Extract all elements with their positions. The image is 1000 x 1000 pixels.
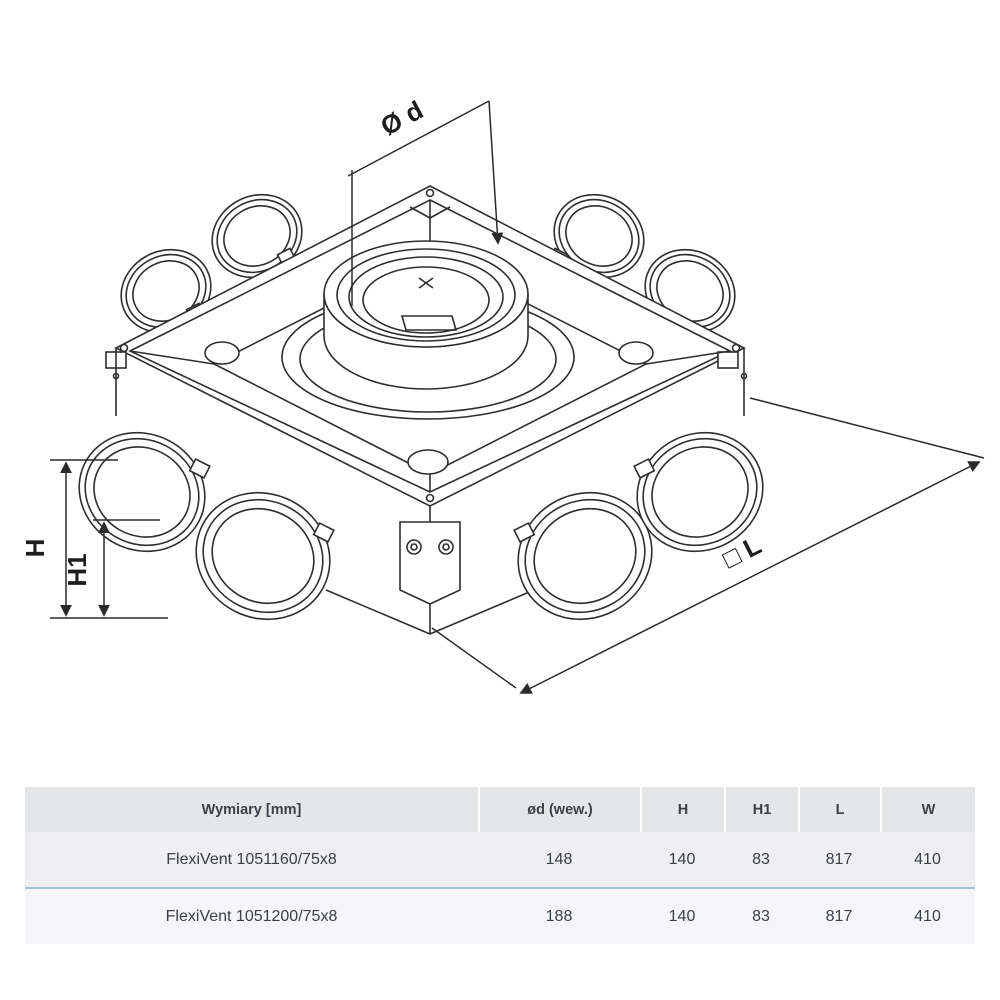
table-row: FlexiVent 1051200/75x8 188 140 83 817 41… xyxy=(25,889,975,944)
port-front-left-inner xyxy=(195,491,331,621)
header-h: H xyxy=(640,787,724,832)
top-collar xyxy=(281,240,575,420)
boss-icon xyxy=(618,341,654,365)
front-corner-bracket xyxy=(399,521,461,605)
product-name: FlexiVent 1051160/75x8 xyxy=(166,850,337,868)
port-rear-right-inner xyxy=(553,193,645,279)
corner-screw-icon xyxy=(425,188,435,198)
row-divider xyxy=(25,887,975,889)
boss-icon xyxy=(407,449,449,475)
label-height-total: H xyxy=(20,539,50,558)
corner-screw-icon xyxy=(425,493,435,503)
bolt-icon xyxy=(406,539,422,555)
value-diameter: 148 xyxy=(545,850,573,868)
value-h: 140 xyxy=(668,907,696,925)
collar-inner-detail xyxy=(400,315,458,331)
value-l: 817 xyxy=(825,850,853,868)
port-front-left-outer xyxy=(78,431,206,553)
table-header: Wymiary [mm] ød (wew.) H H1 L W xyxy=(25,787,975,832)
header-dimensions: Wymiary [mm] xyxy=(201,801,302,818)
side-bracket-icon xyxy=(717,351,739,369)
center-mark-icon xyxy=(418,277,434,289)
rear-ports xyxy=(120,193,736,334)
value-diameter: 188 xyxy=(545,907,573,925)
value-w: 410 xyxy=(914,907,941,925)
spec-table: Wymiary [mm] ød (wew.) H H1 L W FlexiVen… xyxy=(25,787,975,944)
table-row: FlexiVent 1051160/75x8 148 140 83 817 41… xyxy=(25,832,975,887)
value-w: 410 xyxy=(914,850,941,868)
header-diameter: ød (wew.) xyxy=(478,787,640,832)
clamp-tab-icon xyxy=(188,457,211,479)
product-name: FlexiVent 1051200/75x8 xyxy=(165,907,338,925)
label-height-port: H1 xyxy=(62,553,92,586)
value-h1: 83 xyxy=(752,907,770,925)
value-l: 817 xyxy=(825,907,853,925)
header-h1: H1 xyxy=(724,787,798,832)
value-h: 140 xyxy=(668,850,696,868)
header-w: W xyxy=(880,787,975,832)
box-body xyxy=(115,348,745,635)
technical-drawing: Ø d H H1 □ L xyxy=(20,95,985,694)
clamp-tab-icon xyxy=(312,521,335,543)
label-diameter: Ø d xyxy=(376,95,428,142)
bolt-icon xyxy=(438,539,454,555)
header-l: L xyxy=(798,787,880,832)
value-h1: 83 xyxy=(752,850,770,868)
dimension-height: H H1 xyxy=(20,459,168,619)
boss-icon xyxy=(204,341,240,365)
